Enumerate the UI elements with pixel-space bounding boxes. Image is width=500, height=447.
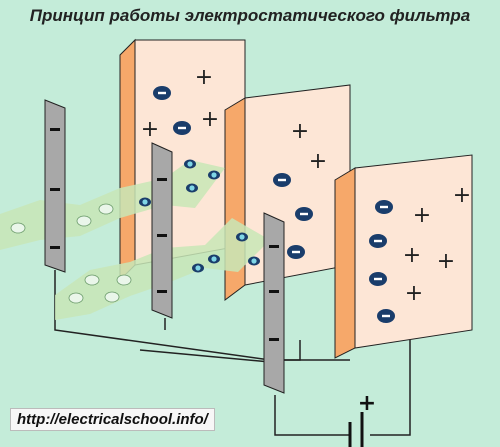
corona-electrode-3 bbox=[263, 212, 285, 394]
page-title: Принцип работы электростатического фильт… bbox=[29, 6, 471, 25]
svg-text:+: + bbox=[309, 149, 327, 174]
svg-text:+: + bbox=[413, 203, 431, 228]
battery-positive-sign: + bbox=[358, 391, 376, 416]
svg-text:+: + bbox=[405, 281, 423, 306]
svg-text:+: + bbox=[453, 183, 471, 208]
svg-text:+: + bbox=[201, 107, 219, 132]
corona-electrode-2 bbox=[151, 142, 173, 319]
collector-plate-2: + + bbox=[224, 84, 351, 301]
corona-electrode-1 bbox=[44, 99, 66, 273]
svg-text:+: + bbox=[291, 119, 309, 144]
svg-text:+: + bbox=[141, 117, 159, 142]
svg-text:+: + bbox=[437, 249, 455, 274]
battery bbox=[348, 412, 364, 447]
svg-text:+: + bbox=[403, 243, 421, 268]
svg-text:+: + bbox=[195, 65, 213, 90]
collector-plate-3: + + + + + bbox=[334, 154, 473, 359]
source-url: http://electricalschool.info/ bbox=[10, 408, 215, 431]
